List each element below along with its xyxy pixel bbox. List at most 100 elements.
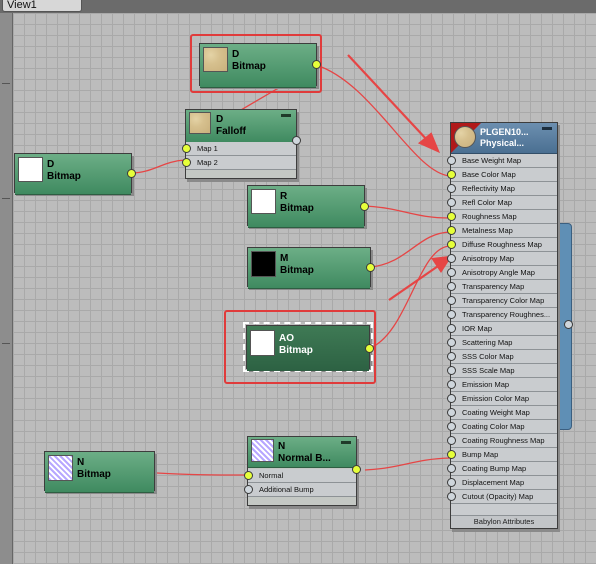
node-m-bitmap[interactable]: M Bitmap	[247, 247, 375, 289]
material-slot[interactable]: Coating Bump Map	[447, 462, 557, 476]
output-socket[interactable]	[365, 344, 374, 353]
input-socket[interactable]	[447, 338, 456, 347]
input-socket[interactable]	[447, 422, 456, 431]
input-socket[interactable]	[244, 485, 253, 494]
input-socket[interactable]	[447, 366, 456, 375]
output-socket[interactable]	[127, 169, 136, 178]
slot-label: Bump Map	[462, 450, 499, 459]
material-slot[interactable]: Transparency Color Map	[447, 294, 557, 308]
minimize-button[interactable]	[341, 441, 351, 444]
input-socket[interactable]	[447, 310, 456, 319]
input-socket[interactable]	[182, 158, 191, 167]
slot-map-1[interactable]: Map 1	[182, 142, 296, 156]
material-slot[interactable]: Base Color Map	[447, 168, 557, 182]
material-slot[interactable]: Coating Roughness Map	[447, 434, 557, 448]
view-tab[interactable]: View1	[2, 0, 82, 12]
node-n-bitmap[interactable]: N Bitmap	[44, 451, 155, 493]
strip-separator	[2, 343, 10, 344]
material-slot[interactable]: Base Weight Map	[447, 154, 557, 168]
material-slot[interactable]: Refl Color Map	[447, 196, 557, 210]
material-slot[interactable]: Coating Color Map	[447, 420, 557, 434]
material-slot[interactable]: Roughness Map	[447, 210, 557, 224]
slot-label: Roughness Map	[462, 212, 517, 221]
input-socket[interactable]	[447, 170, 456, 179]
output-socket[interactable]	[292, 136, 301, 145]
highlight-box-d-bitmap	[190, 34, 322, 93]
input-socket[interactable]	[447, 184, 456, 193]
wire-m-to-metalness	[370, 231, 451, 268]
input-socket[interactable]	[244, 471, 253, 480]
input-socket[interactable]	[447, 240, 456, 249]
material-slot[interactable]: Anisotropy Map	[447, 252, 557, 266]
material-slot[interactable]: Cutout (Opacity) Map	[447, 490, 557, 504]
bitmap-thumbnail	[189, 112, 211, 134]
input-socket[interactable]	[447, 380, 456, 389]
material-slot[interactable]: Scattering Map	[447, 336, 557, 350]
material-slot[interactable]: Diffuse Roughness Map	[447, 238, 557, 252]
material-slot[interactable]: Emission Color Map	[447, 392, 557, 406]
material-slot[interactable]: Coating Weight Map	[447, 406, 557, 420]
material-slot[interactable]: SSS Scale Map	[447, 364, 557, 378]
input-socket[interactable]	[447, 156, 456, 165]
input-socket[interactable]	[447, 226, 456, 235]
input-socket[interactable]	[182, 144, 191, 153]
slot-label: SSS Scale Map	[462, 366, 515, 375]
node-d-bitmap-left[interactable]: D Bitmap	[14, 153, 136, 195]
input-socket[interactable]	[447, 198, 456, 207]
minimize-button[interactable]	[281, 114, 291, 117]
input-socket[interactable]	[447, 212, 456, 221]
output-socket[interactable]	[352, 465, 361, 474]
node-name: D	[216, 114, 224, 125]
slot-label: Coating Roughness Map	[462, 436, 545, 445]
output-socket[interactable]	[366, 263, 375, 272]
slot-label: Map 1	[197, 144, 218, 153]
material-slot[interactable]: SSS Color Map	[447, 350, 557, 364]
material-slot[interactable]: Anisotropy Angle Map	[447, 266, 557, 280]
slot-label: Base Color Map	[462, 170, 516, 179]
annotation-arrowhead-ao	[431, 255, 453, 274]
slot-map-2[interactable]: Map 2	[182, 156, 296, 170]
input-socket[interactable]	[447, 450, 456, 459]
material-footer[interactable]: Babylon Attributes	[451, 515, 557, 528]
input-socket[interactable]	[447, 478, 456, 487]
input-socket[interactable]	[447, 296, 456, 305]
node-d-bitmap-top[interactable]: D Bitmap	[199, 43, 321, 88]
material-slot[interactable]: Displacement Map	[447, 476, 557, 490]
input-socket[interactable]	[447, 408, 456, 417]
view-tab-bar: View1	[0, 0, 596, 13]
output-socket[interactable]	[360, 202, 369, 211]
input-socket[interactable]	[447, 436, 456, 445]
input-socket[interactable]	[447, 268, 456, 277]
node-type: Normal B...	[278, 453, 331, 464]
minimize-button[interactable]	[542, 127, 552, 130]
node-view-canvas[interactable]: D Bitmap D Falloff Map 1 Map 2 D Bitmap …	[13, 13, 596, 564]
node-r-bitmap[interactable]: R Bitmap	[247, 185, 369, 228]
material-slot[interactable]: IOR Map	[447, 322, 557, 336]
node-name: R	[280, 191, 288, 202]
material-slot[interactable]: Transparency Map	[447, 280, 557, 294]
slot-label: Base Weight Map	[462, 156, 522, 165]
slot-normal[interactable]: Normal	[244, 469, 356, 483]
node-d-falloff[interactable]: D Falloff Map 1 Map 2	[182, 109, 301, 179]
material-slot[interactable]: Transparency Roughnes...	[447, 308, 557, 322]
input-socket[interactable]	[447, 254, 456, 263]
input-socket[interactable]	[447, 352, 456, 361]
input-socket[interactable]	[447, 324, 456, 333]
slot-additional-bump[interactable]: Additional Bump	[244, 483, 356, 497]
input-socket[interactable]	[447, 394, 456, 403]
input-socket[interactable]	[447, 282, 456, 291]
input-socket[interactable]	[447, 464, 456, 473]
material-output-socket[interactable]	[564, 320, 573, 329]
wire-r-to-roughness	[364, 205, 451, 219]
left-scroll-strip[interactable]	[0, 13, 13, 564]
node-ao-bitmap[interactable]: AO Bitmap	[243, 322, 374, 372]
output-socket[interactable]	[312, 60, 321, 69]
material-slot[interactable]: Reflectivity Map	[447, 182, 557, 196]
material-slot[interactable]: Bump Map	[447, 448, 557, 462]
material-slot[interactable]: Emission Map	[447, 378, 557, 392]
slot-label: Coating Bump Map	[462, 464, 527, 473]
material-slot[interactable]: Metalness Map	[447, 224, 557, 238]
node-n-normal-bump[interactable]: N Normal B... Normal Additional Bump	[244, 436, 361, 506]
input-socket[interactable]	[447, 492, 456, 501]
